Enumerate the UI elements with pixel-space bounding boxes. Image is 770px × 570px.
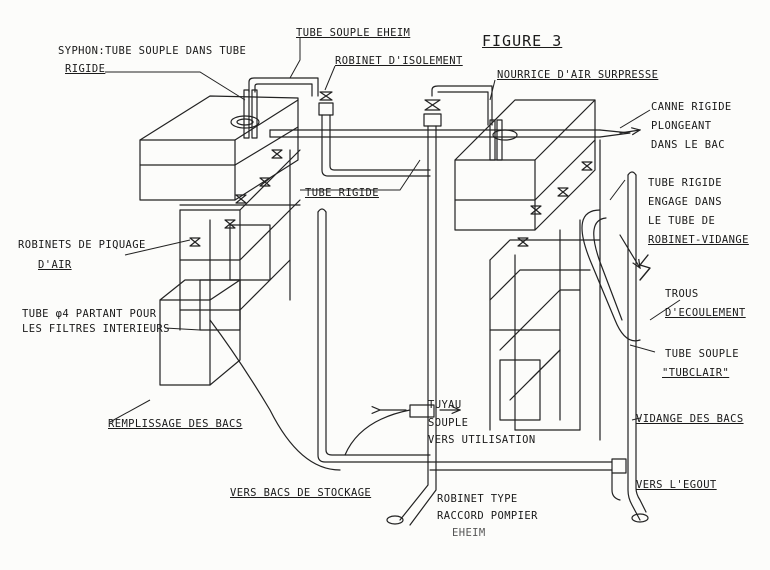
central-vertical-tube — [423, 85, 493, 471]
isolation-valve — [318, 91, 431, 177]
label-remplissage: REMPLISSAGE DES BACS — [108, 418, 243, 430]
label-vers-bacs-stockage: VERS BACS DE STOCKAGE — [230, 487, 372, 499]
bottom-drain — [386, 458, 627, 526]
label-canne-2: PLONGEANT — [651, 120, 712, 132]
label-tuyau-1: TUYAU — [428, 399, 462, 411]
left-piquage-valves — [189, 149, 283, 247]
vidange-pipe — [611, 171, 649, 523]
label-piquage-2: D'AIR — [38, 259, 72, 271]
label-canne-3: DANS LE BAC — [651, 139, 725, 151]
label-canne-1: CANNE RIGIDE — [651, 101, 732, 113]
tube-rigide-left — [317, 208, 431, 463]
tubclair-loop — [581, 209, 651, 342]
flexible-pipe-tee — [344, 404, 460, 456]
air-manifold — [269, 130, 640, 138]
label-tube-phi4-2: LES FILTRES INTERIEURS — [22, 323, 170, 335]
label-syphon-2: RIGIDE — [65, 63, 106, 75]
syphon-tubes — [243, 77, 319, 139]
label-engage-1: TUBE RIGIDE — [648, 177, 722, 189]
label-tuyau-3: VERS UTILISATION — [428, 434, 536, 446]
label-tube-souple-1: TUBE SOUPLE — [665, 348, 739, 360]
label-engage-3: LE TUBE DE — [648, 215, 716, 227]
nourrice-tank — [454, 99, 596, 231]
label-vers-egout: VERS L'EGOUT — [636, 479, 717, 491]
label-vidange: VIDANGE DES BACS — [636, 413, 744, 425]
label-tuyau-2: SOUPLE — [428, 417, 469, 429]
engage-pointer — [619, 234, 640, 268]
figure-title: FIGURE 3 — [482, 32, 563, 50]
label-trous-2: D'ECOULEMENT — [665, 307, 746, 319]
label-robinet-type-2: RACCORD POMPIER — [437, 510, 538, 522]
label-tube-rigide: TUBE RIGIDE — [305, 187, 379, 199]
label-piquage-1: ROBINETS DE PIQUAGE — [18, 239, 146, 251]
left-rack — [159, 149, 301, 386]
label-robinet-isolement: ROBINET D'ISOLEMENT — [335, 55, 463, 67]
upper-left-tank — [139, 95, 299, 201]
right-rack — [489, 139, 601, 441]
label-robinet-type-1: ROBINET TYPE — [437, 493, 518, 505]
label-engage-2: ENGAGE DANS — [648, 196, 722, 208]
label-nourrice: NOURRICE D'AIR SURPRESSE — [497, 69, 659, 81]
label-trous-1: TROUS — [665, 288, 699, 300]
label-tube-phi4-1: TUBE φ4 PARTANT POUR — [22, 308, 157, 320]
label-tube-souple-eheim: TUBE SOUPLE EHEIM — [296, 27, 411, 39]
filter-tube — [209, 319, 341, 471]
label-tube-souple-2: "TUBCLAIR" — [662, 367, 730, 379]
label-robinet-type-3: EHEIM — [452, 527, 486, 539]
label-engage-4: ROBINET-VIDANGE — [648, 234, 749, 246]
label-syphon-1: SYPHON:TUBE SOUPLE DANS TUBE — [58, 45, 247, 57]
right-piquage-valves — [517, 161, 593, 247]
